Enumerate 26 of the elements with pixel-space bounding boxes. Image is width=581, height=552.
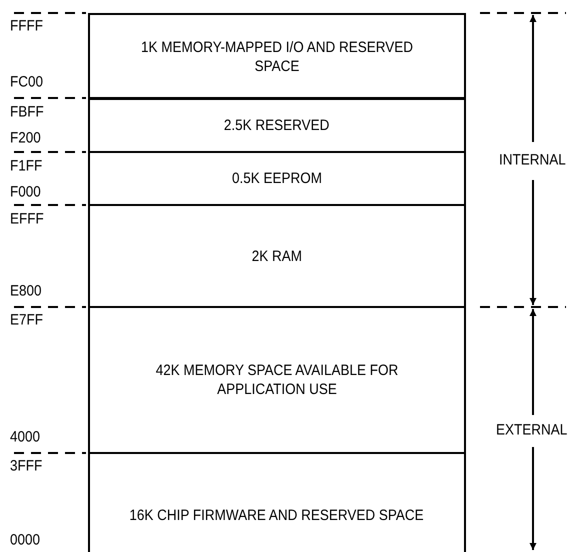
address-label: 0000 [10,532,40,548]
address-label: FBFF [10,104,44,120]
address-label: FC00 [10,74,44,90]
address-label: E7FF [10,312,44,328]
region-label: 42K MEMORY SPACE AVAILABLE FOR APPLICATION USE [154,361,400,399]
address-label: E800 [10,282,42,300]
region-group-label: EXTERNAL [496,422,568,438]
memory-region-box [88,97,466,153]
region-label: 16K CHIP FIRMWARE AND RESERVED SPACE [128,506,426,525]
memory-region-box [88,306,466,454]
address-label: F1FF [10,158,42,174]
memory-region-box [88,13,466,100]
region-label: 1K MEMORY-MAPPED I/O AND RESERVED SPACE [140,38,414,76]
address-label: 4000 [10,428,40,446]
memory-region-box [88,151,466,206]
region-label: 2.5K RESERVED [223,116,331,134]
region-label: 2K RAM [250,246,304,266]
region-group-label: INTERNAL [498,152,566,168]
address-label: EFFF [10,210,44,228]
address-label: F000 [10,184,41,200]
region-label: 0.5K EEPROM [230,169,324,188]
address-label: 3FFF [10,458,42,474]
address-label: FFFF [10,18,43,34]
address-label: F200 [10,130,41,146]
memory-region-box [88,204,466,308]
memory-region-box [88,452,466,552]
